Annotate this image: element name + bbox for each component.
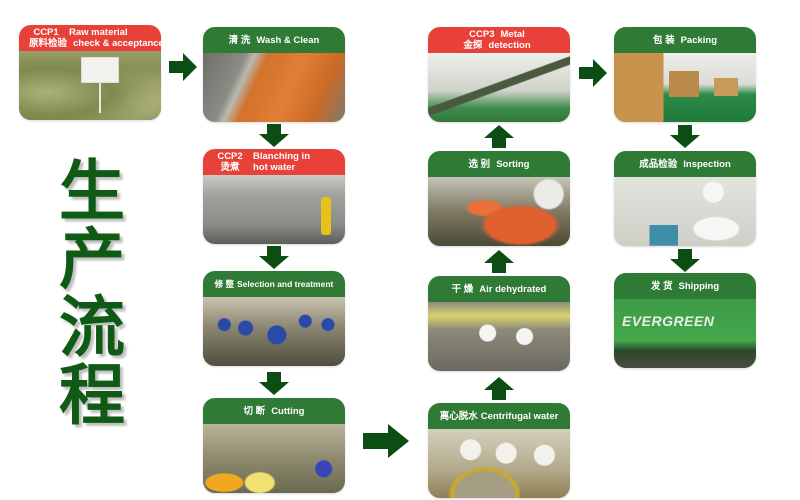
title-char: 产 (59, 221, 125, 298)
arrow-down-icon (670, 249, 700, 272)
arrow-up-icon (484, 250, 514, 273)
arrow-down-icon (259, 246, 289, 269)
arrow-right-icon (169, 53, 197, 81)
cutting-photo (203, 424, 345, 493)
title-char: 流 (59, 289, 125, 366)
raw-material-photo (19, 51, 161, 120)
container-brand-text: EVERGREEN (622, 313, 715, 329)
selection-photo (203, 297, 345, 366)
arrow-up-icon (484, 125, 514, 148)
arrow-down-icon (670, 125, 700, 148)
sorting-photo (428, 177, 570, 246)
washing-photo (203, 53, 345, 122)
arrow-down-icon (259, 124, 289, 147)
arrow-down-icon (259, 372, 289, 395)
arrow-right-icon (363, 424, 409, 458)
centrifugal-photo (428, 429, 570, 498)
metal-detection-photo (428, 53, 570, 122)
packing-photo (614, 53, 756, 122)
title-char: 程 (59, 357, 125, 434)
arrow-right-icon (579, 59, 607, 87)
label-sign (81, 57, 119, 83)
worker-yellow-apron (321, 197, 331, 235)
inspection-photo (614, 177, 756, 246)
arrow-up-icon (484, 377, 514, 400)
title-char: 生 (59, 153, 125, 230)
diagram-title: 生 产 流 程 (52, 158, 132, 430)
dehydrated-photo (428, 302, 570, 371)
blanching-photo (203, 175, 345, 244)
shipping-photo: EVERGREEN (614, 299, 756, 368)
